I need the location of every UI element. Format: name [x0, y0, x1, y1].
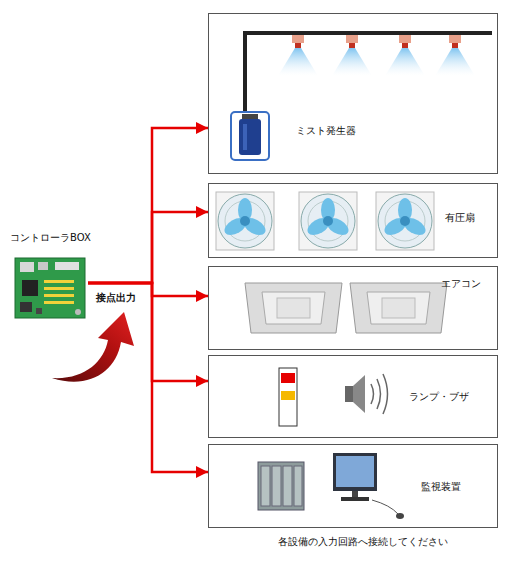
fan-illustration: [216, 192, 434, 250]
equipment-box: 監視装置: [208, 444, 498, 528]
box-heading: コントローラBOX: [10, 232, 91, 244]
equipment-label: 監視装置: [421, 481, 461, 493]
caption: 各設備の入力回路へ接続してください: [278, 535, 448, 549]
lamp-buzzer-illustration: [279, 368, 388, 426]
equipment-label: 有圧扇: [445, 212, 475, 224]
aircon-illustration: [245, 283, 447, 333]
signal-connector: [88, 128, 208, 283]
signal-connector: [88, 212, 208, 283]
monitor-illustration: [258, 453, 404, 519]
equipment-box: ランプ・ブザ: [208, 355, 498, 438]
equipment-box: ミスト発生器: [208, 13, 498, 174]
signal-connector: [88, 283, 208, 296]
equipment-label: ランプ・ブザ: [409, 391, 469, 403]
equipment-box: 有圧扇: [208, 183, 498, 258]
signal-connector: [88, 283, 208, 472]
output-label: 接点出力: [96, 291, 136, 305]
pcb-board: [15, 258, 85, 318]
controller-box: コントローラBOX: [10, 232, 88, 320]
equipment-box: エアコン: [208, 266, 498, 350]
equipment-label: エアコン: [441, 278, 481, 290]
curved-arrow: [52, 312, 134, 382]
equipment-label: ミスト発生器: [296, 125, 356, 137]
signal-connector: [88, 283, 208, 381]
mist-illustration: [231, 33, 492, 160]
